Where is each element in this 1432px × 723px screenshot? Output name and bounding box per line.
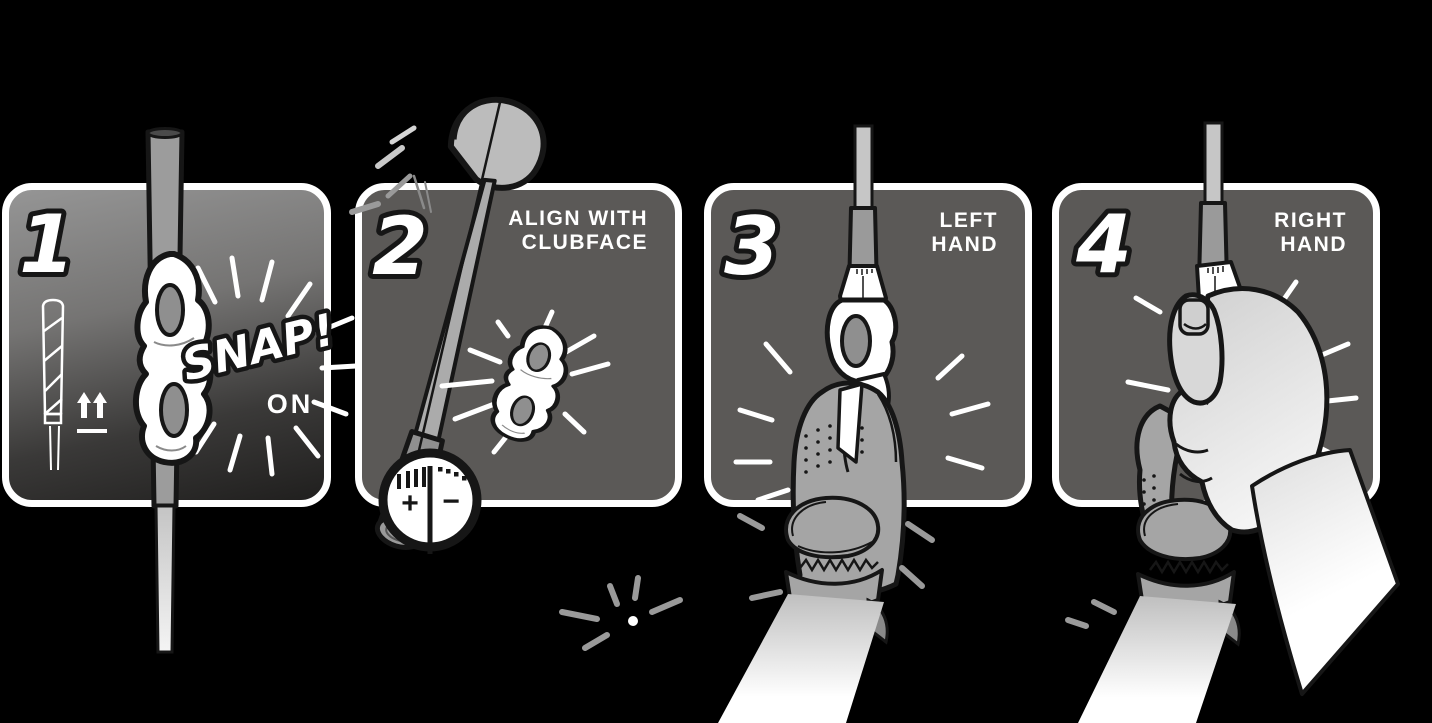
snap-burst-icon bbox=[733, 341, 991, 503]
gauge-minus-label: − bbox=[442, 485, 460, 518]
step-number-1: 1 bbox=[19, 198, 75, 291]
step2-art: + − 2 bbox=[349, 96, 683, 651]
caption-step-4: RIGHT HAND bbox=[1119, 209, 1347, 257]
caption-step-3: LEFT HAND bbox=[770, 209, 998, 257]
step-number-3: 3 bbox=[724, 200, 780, 293]
caption-line: LEFT bbox=[939, 209, 998, 232]
step-number-4: 4 bbox=[1075, 198, 1132, 291]
on-text: ON bbox=[267, 389, 314, 419]
caption-line: ALIGN WITH bbox=[508, 207, 648, 230]
step3-art: 3 bbox=[718, 124, 991, 723]
step-number-2: 2 bbox=[372, 200, 428, 293]
outer-sparkles-icon bbox=[1065, 599, 1117, 629]
grip-icon bbox=[41, 298, 65, 471]
snap-burst-icon bbox=[193, 255, 359, 477]
caption-line: HAND bbox=[931, 233, 998, 256]
forearm bbox=[718, 594, 884, 723]
up-arrows-icon bbox=[77, 392, 107, 433]
gauge-plus-label: + bbox=[401, 487, 419, 520]
golf-club-upright bbox=[1197, 121, 1229, 284]
caption-step-2: ALIGN WITH CLUBFACE bbox=[420, 207, 648, 255]
caption-line: CLUBFACE bbox=[521, 231, 648, 254]
step4-art: 4 bbox=[1065, 121, 1400, 723]
balance-gauge-icon: + − bbox=[378, 448, 482, 554]
butt-sparkle-icon bbox=[559, 575, 683, 651]
clubhead-sparkles-icon bbox=[349, 125, 432, 215]
step1-art: 1 SNAP! ON bbox=[14, 127, 359, 654]
outer-sparkles-icon bbox=[737, 513, 935, 601]
caption-line: RIGHT bbox=[1274, 209, 1347, 232]
bare-hand-illustration bbox=[1167, 286, 1400, 696]
forearm-left bbox=[1078, 596, 1236, 723]
caption-line: HAND bbox=[1280, 233, 1347, 256]
grip-trainer-device-icon bbox=[484, 318, 580, 448]
